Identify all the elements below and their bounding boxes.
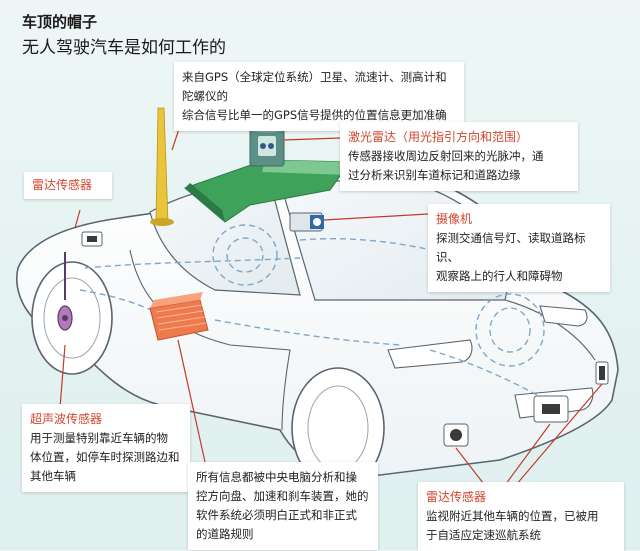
door-line <box>129 249 291 431</box>
callout-lidar-line-2: 过分析来识别车道标记和道路边缘 <box>348 168 521 182</box>
headlight-right <box>539 305 588 327</box>
callout-camera-body: 探测交通信号灯、读取道路标识、 观察路上的行人和障碍物 <box>436 229 602 286</box>
callout-radar-left-heading: 雷达传感器 <box>32 178 93 192</box>
page-title: 车顶的帽子 <box>22 13 98 31</box>
callout-ultrasonic: 超声波传感器 用于测量特别靠近车辆的物 体位置，如停车时探测路边和 其他车辆 <box>22 404 190 492</box>
callout-lidar-line-1: 传感器接收周边反射回来的光脉冲，通 <box>348 149 544 163</box>
radar-sensor-side <box>81 231 103 247</box>
callout-radar-front-heading: 雷达传感器 <box>426 490 487 504</box>
callout-radar-front: 雷达传感器 监视附近其他车辆的位置，已被用 于自适应定速巡航系统 <box>418 482 624 551</box>
callout-lidar-body: 传感器接收周边反射回来的光脉冲，通 过分析来识别车道标记和道路边缘 <box>348 147 570 185</box>
side-window <box>149 181 301 296</box>
callout-lidar-heading: 激光雷达（用光指引方向和范围） <box>348 130 529 144</box>
callout-camera: 摄像机 探测交通信号灯、读取道路标识、 观察路上的行人和障碍物 <box>428 204 610 292</box>
radar-sensors-front <box>443 361 609 447</box>
headlight-left <box>387 339 473 369</box>
callout-gps-line-2: 综合信号比单一的GPS信号提供的位置信息更加准确 <box>182 108 447 122</box>
callout-computer-line-3: 软件系统必须明白正式和非正式 <box>196 508 357 522</box>
callout-computer-body: 所有信息都被中央电脑分析和操 控方向盘、加速和刹车装置，她的 软件系统必须明白正… <box>196 468 370 544</box>
central-computer <box>149 292 209 341</box>
callout-computer-line-1: 所有信息都被中央电脑分析和操 <box>196 470 357 484</box>
gps-antenna <box>150 107 174 226</box>
callout-ultrasonic-line-3: 其他车辆 <box>30 469 76 483</box>
callout-camera-heading: 摄像机 <box>436 212 473 226</box>
callout-ultrasonic-heading: 超声波传感器 <box>30 412 103 426</box>
callout-radar-front-line-2: 于自适应定速巡航系统 <box>426 528 541 542</box>
title-block: 车顶的帽子 无人驾驶汽车是如何工作的 <box>22 12 226 60</box>
camera-unit <box>289 212 324 232</box>
callout-radar-left: 雷达传感器 <box>24 172 112 199</box>
callout-gps-line-1: 来自GPS（全球定位系统）卫星、流速计、测高计和陀螺仪的 <box>182 70 447 103</box>
ultrasonic-sensor <box>57 252 73 331</box>
callout-camera-line-1: 探测交通信号灯、读取道路标识、 <box>436 231 586 264</box>
page-subtitle: 无人驾驶汽车是如何工作的 <box>22 38 226 58</box>
callout-lidar: 激光雷达（用光指引方向和范围） 传感器接收周边反射回来的光脉冲，通 过分析来识别… <box>340 122 578 191</box>
callout-gps: 来自GPS（全球定位系统）卫星、流速计、测高计和陀螺仪的 综合信号比单一的GPS… <box>174 62 464 131</box>
roof-box <box>184 159 351 223</box>
callout-camera-line-2: 观察路上的行人和障碍物 <box>436 269 563 283</box>
callout-ultrasonic-line-1: 用于测量特别靠近车辆的物 <box>30 431 168 445</box>
callout-radar-front-line-1: 监视附近其他车辆的位置，已被用 <box>426 509 599 523</box>
leader-lines <box>59 107 603 493</box>
callout-computer-line-2: 控方向盘、加速和刹车装置，她的 <box>196 489 369 503</box>
callout-ultrasonic-body: 用于测量特别靠近车辆的物 体位置，如停车时探测路边和 其他车辆 <box>30 429 182 486</box>
callout-computer: 所有信息都被中央电脑分析和操 控方向盘、加速和刹车装置，她的 软件系统必须明白正… <box>188 462 378 550</box>
callout-computer-line-4: 的道路规则 <box>196 527 254 541</box>
callout-gps-body: 来自GPS（全球定位系统）卫星、流速计、测高计和陀螺仪的 综合信号比单一的GPS… <box>182 68 456 125</box>
callout-ultrasonic-line-2: 体位置，如停车时探测路边和 <box>30 450 180 464</box>
callout-radar-front-body: 监视附近其他车辆的位置，已被用 于自适应定速巡航系统 <box>426 507 616 545</box>
